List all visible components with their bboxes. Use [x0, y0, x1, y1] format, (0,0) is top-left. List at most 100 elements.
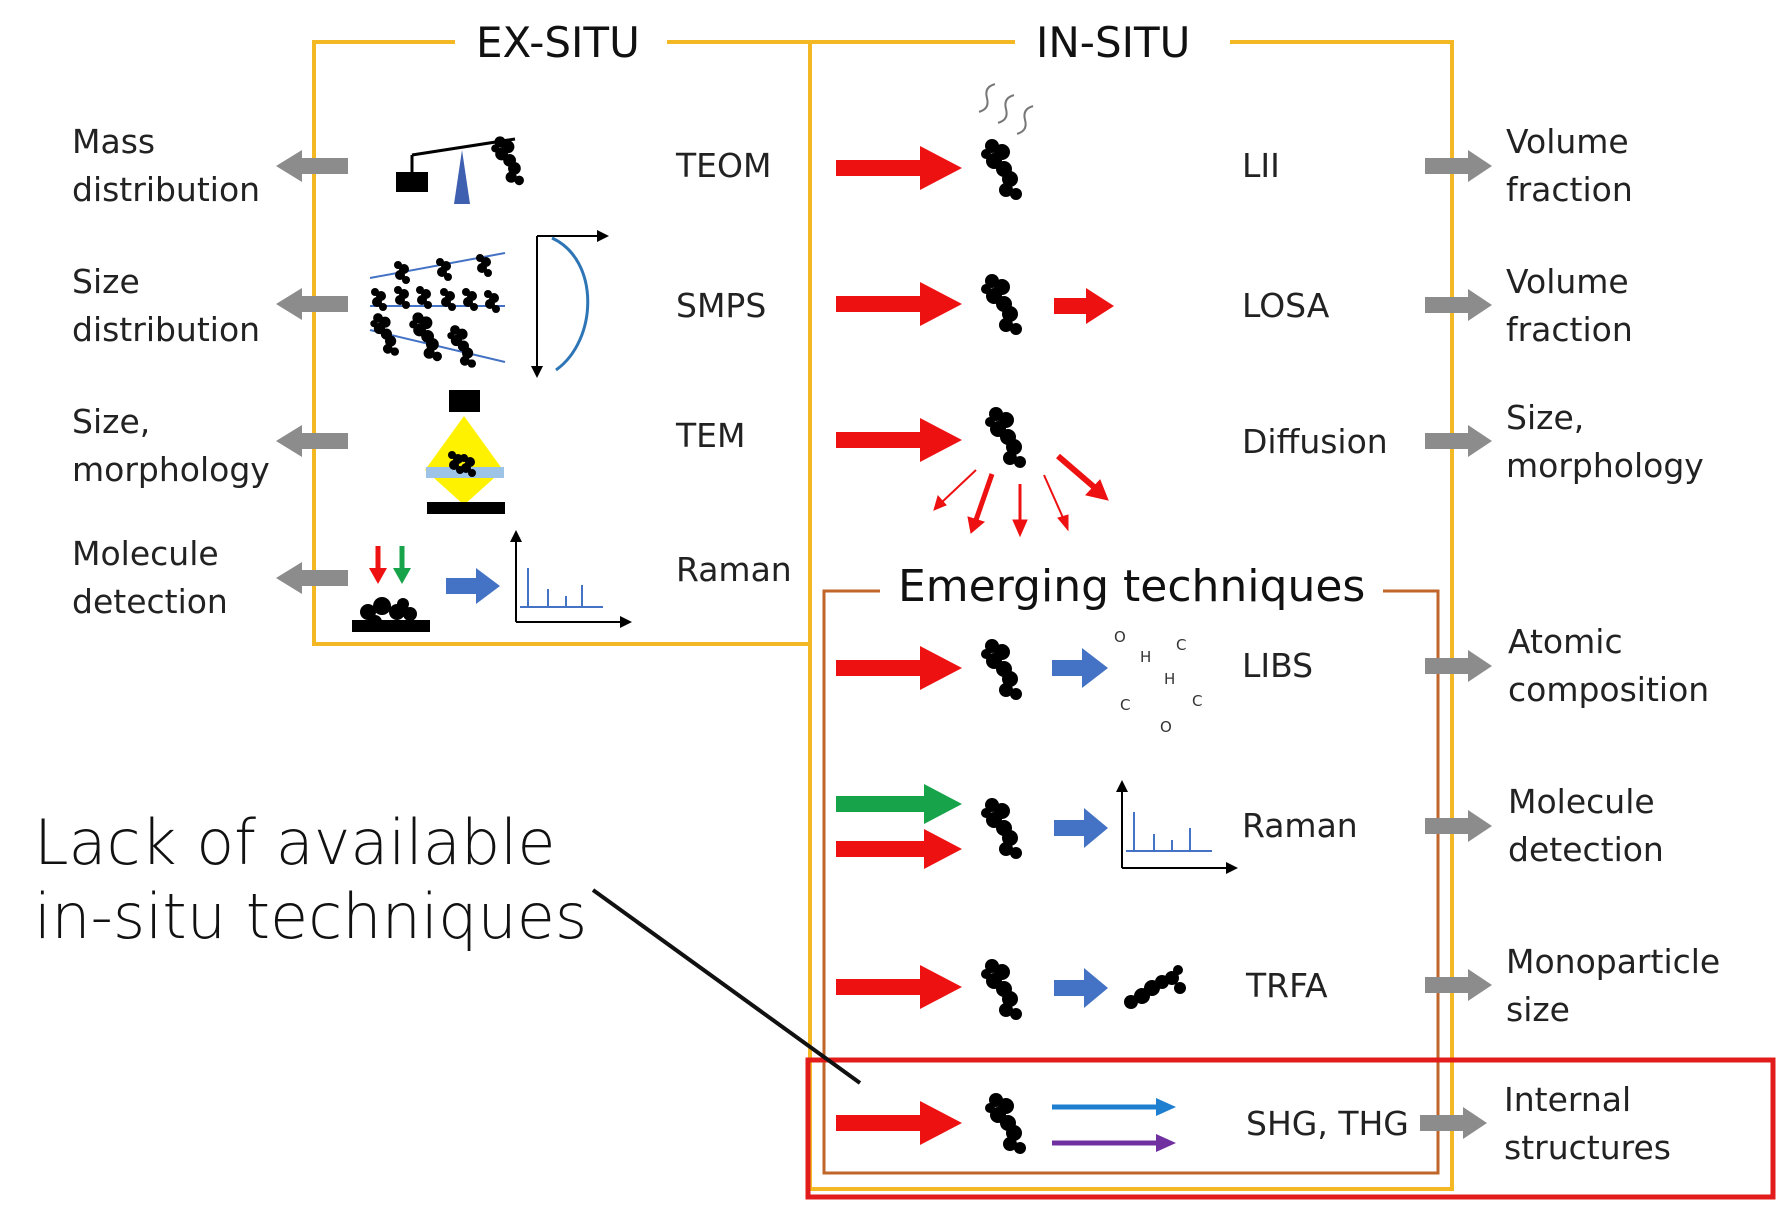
measurement-line: morphology	[72, 450, 270, 489]
particle-icon	[981, 139, 1022, 200]
spectrum-icon	[510, 530, 632, 628]
technique-label: TEOM	[676, 146, 772, 185]
highlight-box	[805, 1057, 1776, 1200]
process-arrow-icon	[1052, 648, 1108, 688]
size-distribution-curve-icon	[531, 230, 609, 378]
technique-label: LIBS	[1242, 646, 1314, 685]
laser-arrow-icon	[836, 1101, 962, 1145]
raman-sample-icon	[352, 546, 430, 632]
laser-arrow-icon	[836, 784, 962, 869]
technique-label: SMPS	[676, 286, 767, 325]
particle-icon	[981, 798, 1022, 859]
laser-arrow-icon	[836, 965, 962, 1009]
measurement-label: Internal structures	[1504, 1076, 1671, 1172]
in-situ-frame	[808, 40, 1454, 1191]
technique-label: SHG, THG	[1246, 1104, 1409, 1143]
spectrum-icon	[1116, 780, 1238, 874]
process-arrow-icon	[446, 568, 500, 604]
measurement-line: Size,	[1506, 398, 1585, 437]
output-arrow-icon	[1425, 150, 1492, 182]
measurement-label: Volume fraction	[1506, 258, 1633, 354]
particle-icon	[369, 252, 506, 368]
measurement-line: Molecule	[1508, 782, 1655, 821]
output-arrow-icon	[1425, 650, 1492, 682]
laser-arrow-icon	[836, 646, 962, 690]
atom-label: C	[1176, 636, 1187, 654]
particle-icon	[1124, 965, 1186, 1009]
microscope-beam-icon	[425, 390, 505, 514]
measurement-line: size	[1506, 990, 1570, 1029]
particle-icon	[985, 407, 1026, 468]
process-arrow-icon	[1054, 808, 1108, 848]
atom-label: C	[1120, 696, 1131, 714]
technique-label: Diffusion	[1242, 422, 1388, 461]
measurement-line: Molecule	[72, 534, 219, 573]
particle-icon	[981, 959, 1022, 1020]
ex-situ-frame	[312, 40, 812, 646]
measurement-line: fraction	[1506, 310, 1633, 349]
process-arrow-icon	[1054, 968, 1108, 1008]
measurement-label: Mass distribution	[72, 118, 260, 214]
measurement-line: detection	[1508, 830, 1664, 869]
annotation-line: in-situ techniques	[34, 880, 588, 953]
harmonic-arrows	[1052, 1098, 1176, 1152]
ex-situ-header: EX-SITU	[458, 18, 658, 68]
measurement-label: Molecule detection	[1508, 778, 1664, 874]
atom-label: O	[1114, 628, 1126, 646]
ex-situ-output-arrows	[276, 150, 348, 594]
laser-arrow-icon	[836, 146, 962, 190]
technique-label: Raman	[676, 550, 792, 589]
output-arrow-icon	[1425, 810, 1492, 842]
particle-icon	[981, 274, 1022, 335]
measurement-line: Internal	[1504, 1080, 1632, 1119]
heat-waves-icon	[978, 83, 1034, 135]
particle-icon	[981, 639, 1022, 700]
technique-label: LII	[1242, 146, 1280, 185]
measurement-line: distribution	[72, 170, 261, 209]
measurement-label: Atomic composition	[1508, 618, 1709, 714]
annotation-line: Lack of available	[34, 806, 556, 879]
measurement-label: Size, morphology	[1506, 394, 1704, 490]
measurement-line: Atomic	[1508, 622, 1623, 661]
measurement-line: Size,	[72, 402, 151, 441]
measurement-label: Size, morphology	[72, 398, 270, 494]
laser-arrow-icon	[836, 282, 1114, 326]
emerging-frame	[822, 589, 1440, 1175]
technique-label: Raman	[1242, 806, 1358, 845]
measurement-line: fraction	[1506, 170, 1633, 209]
output-arrow-icon	[276, 425, 348, 457]
output-arrow-icon	[276, 562, 348, 594]
measurement-line: distribution	[72, 310, 261, 349]
scattered-light-arrows	[933, 453, 1109, 538]
measurement-label: Volume fraction	[1506, 118, 1633, 214]
technique-label: TRFA	[1246, 966, 1328, 1005]
laser-arrow-icon	[836, 418, 962, 462]
balance-icon	[396, 136, 524, 204]
measurement-line: morphology	[1506, 446, 1704, 485]
measurement-label: Monoparticle size	[1506, 938, 1720, 1034]
measurement-line: Size	[72, 262, 140, 301]
output-arrow-icon	[1425, 289, 1492, 321]
output-arrow-icon	[276, 150, 348, 182]
measurement-line: structures	[1504, 1128, 1671, 1167]
annotation-pointer-line	[591, 888, 862, 1085]
measurement-line: composition	[1508, 670, 1710, 709]
technique-label: LOSA	[1242, 286, 1330, 325]
annotation-text: Lack of available in-situ techniques	[34, 806, 587, 954]
measurement-line: detection	[72, 582, 228, 621]
atom-label: H	[1140, 648, 1152, 666]
particle-icon	[985, 1093, 1026, 1154]
output-arrow-icon	[1420, 1107, 1487, 1139]
in-situ-output-arrows	[1420, 150, 1492, 1139]
measurement-label: Size distribution	[72, 258, 260, 354]
technique-label: TEM	[676, 416, 746, 455]
output-arrow-icon	[1425, 969, 1492, 1001]
atom-label: C	[1192, 692, 1203, 710]
in-situ-header: IN-SITU	[1018, 18, 1209, 68]
measurement-line: Mass	[72, 122, 156, 161]
measurement-line: Volume	[1506, 122, 1629, 161]
output-arrow-icon	[1425, 425, 1492, 457]
emerging-header: Emerging techniques	[880, 562, 1384, 612]
